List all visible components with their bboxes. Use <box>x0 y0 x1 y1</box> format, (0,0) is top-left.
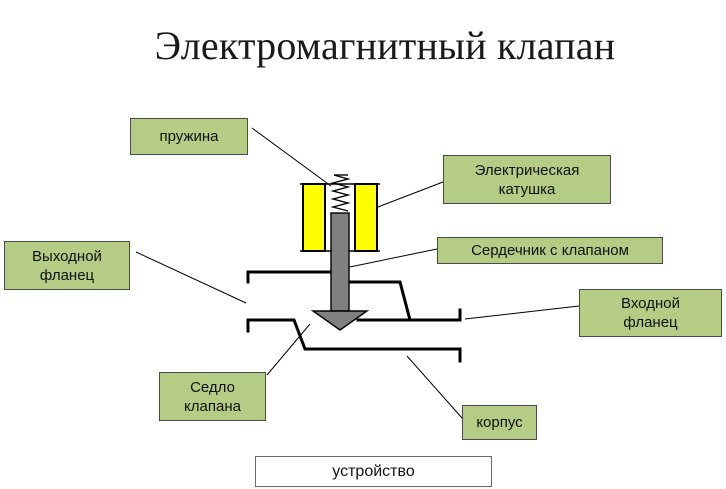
spring <box>330 174 351 212</box>
leader-spring <box>251 127 332 187</box>
leader-coil <box>377 181 444 208</box>
leader-seat <box>266 323 311 376</box>
label-inlet-flange: Входной фланец <box>579 289 722 337</box>
valve-body <box>246 270 462 363</box>
leader-lines <box>135 127 580 419</box>
diagram-title: Электромагнитный клапан <box>154 23 616 68</box>
label-spring: пружина <box>130 118 248 155</box>
core-with-valve <box>310 212 370 331</box>
label-coil: Электрическая катушка <box>443 155 611 204</box>
leader-body <box>406 355 463 419</box>
label-body: корпус <box>462 405 537 440</box>
caption-box: устройство <box>255 456 492 487</box>
leader-outlet <box>135 251 247 304</box>
label-outlet-flange: Выходной фланец <box>4 241 130 290</box>
leader-inlet <box>464 305 580 320</box>
label-core: Сердечник с клапаном <box>437 237 663 264</box>
leader-core <box>339 248 438 270</box>
label-valve-seat: Седло клапана <box>159 372 266 421</box>
